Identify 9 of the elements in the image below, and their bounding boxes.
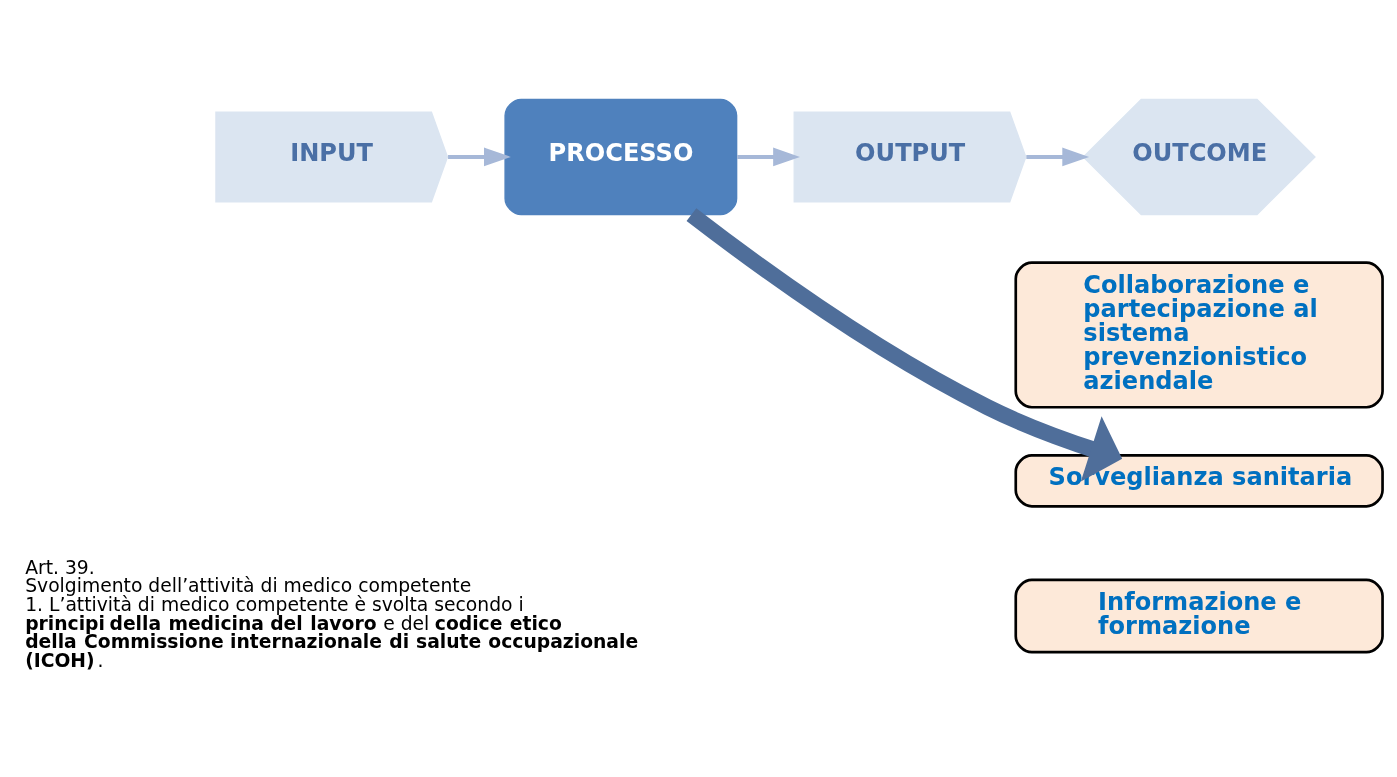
node-box: Informazione e formazione bbox=[1014, 578, 1384, 654]
arrow bbox=[737, 147, 800, 167]
arrow bbox=[448, 147, 511, 167]
label: Art. 39. bbox=[25, 556, 95, 578]
arrow bbox=[1026, 147, 1090, 167]
node-box: Collaborazione e partecipazione al sistema prevenzionistico aziendale bbox=[1014, 261, 1384, 409]
arrow bbox=[686, 208, 1123, 482]
node-box: Sorveglianza sanitaria bbox=[1014, 454, 1384, 508]
node-box: PROCESSO bbox=[504, 98, 738, 216]
